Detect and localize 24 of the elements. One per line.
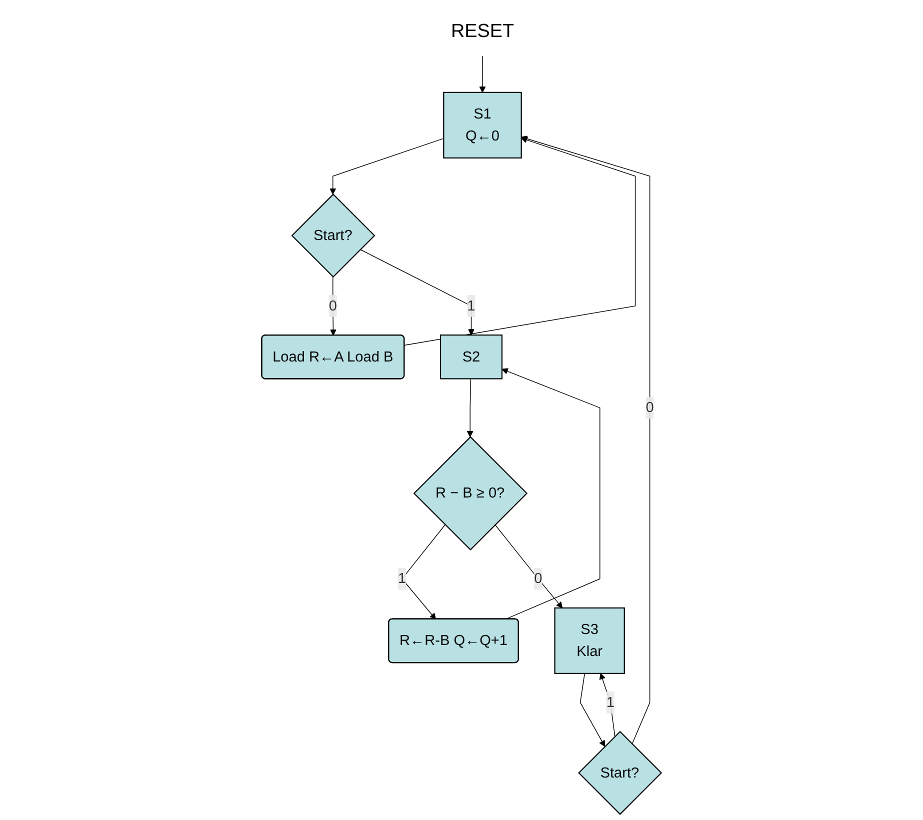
arrow xyxy=(521,136,650,744)
node-text: RESET xyxy=(450,20,514,42)
arrow xyxy=(404,136,636,346)
arrow xyxy=(330,138,444,195)
arrow xyxy=(360,249,474,336)
edge-label: 1 xyxy=(467,298,476,314)
edge-label: 0 xyxy=(646,400,654,416)
arrow xyxy=(494,524,563,608)
node-box: S3 Klar xyxy=(554,607,625,674)
edge-label: 1 xyxy=(606,694,614,711)
node-box: S1 Q←0 xyxy=(443,92,522,158)
node-diamond: Start? xyxy=(578,730,662,815)
arrow xyxy=(502,368,600,620)
node-diamond: Start? xyxy=(291,194,376,278)
arrow xyxy=(330,276,336,336)
arrow xyxy=(599,673,616,737)
edge-label: 0 xyxy=(328,298,337,314)
edge-label: 0 xyxy=(534,570,542,587)
edge-label: 1 xyxy=(398,570,406,587)
arrow xyxy=(466,378,474,438)
arrow xyxy=(580,673,606,747)
arrow xyxy=(479,56,486,93)
node-diamond: R − B ≥ 0? xyxy=(413,436,528,550)
node-box: S2 xyxy=(440,334,503,380)
